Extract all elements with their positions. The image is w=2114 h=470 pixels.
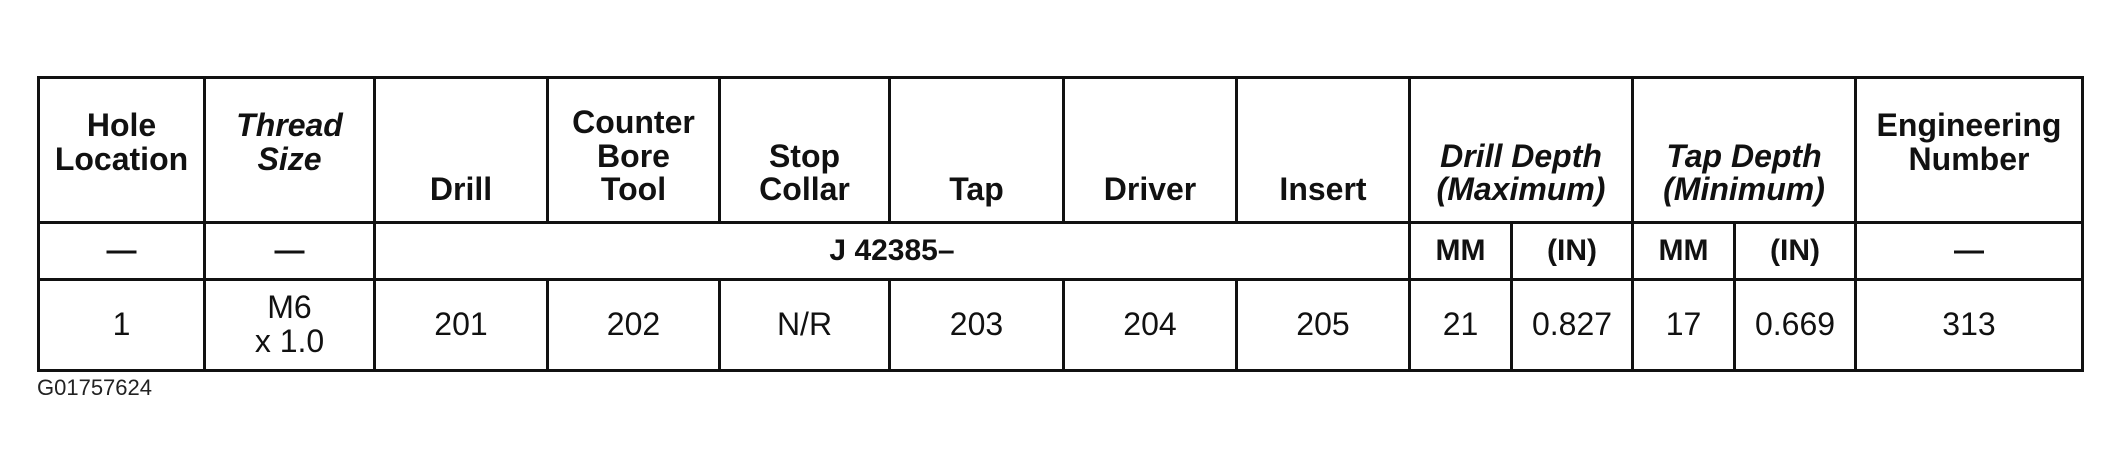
header-thread-size: Thread Size bbox=[203, 76, 376, 224]
table-row: 1 M6 x 1.0 201 202 N/R 203 204 205 21 0.… bbox=[37, 278, 2084, 372]
cell-thread-size-line1: M6 bbox=[267, 289, 312, 326]
cell-drill: 201 bbox=[373, 278, 549, 372]
header-insert: Insert bbox=[1235, 76, 1411, 224]
subheader-tool-prefix: J 42385– bbox=[373, 221, 1411, 281]
subheader-thread-size: — bbox=[203, 221, 376, 281]
cell-tap-depth-mm: 17 bbox=[1631, 278, 1736, 372]
header-thread-size-line2: Size bbox=[257, 141, 322, 177]
subheader-hole-location: — bbox=[37, 221, 206, 281]
header-counter-bore-tool: Counter Bore Tool bbox=[546, 76, 721, 224]
header-thread-size-line1: Thread bbox=[236, 107, 343, 144]
header-drill-depth-line2: (Maximum) bbox=[1436, 171, 1606, 208]
cell-counter-bore-tool: 202 bbox=[546, 278, 721, 372]
header-drill: Drill bbox=[373, 76, 549, 224]
header-stop-collar-line1: Stop bbox=[768, 137, 841, 174]
header-counter-bore-line2: Bore bbox=[597, 137, 670, 174]
cell-stop-collar: N/R bbox=[718, 278, 891, 372]
header-hole-location-line2: Location bbox=[54, 141, 189, 177]
header-drill-depth-line1: Drill Depth bbox=[1440, 137, 1602, 174]
header-hole-location-line1: Hole bbox=[86, 107, 157, 144]
cell-thread-size-line2: x 1.0 bbox=[254, 323, 325, 359]
subheader-engineering-number: — bbox=[1854, 221, 2084, 281]
header-hole-location: Hole Location bbox=[37, 76, 206, 224]
header-drill-depth: Drill Depth (Maximum) bbox=[1408, 76, 1634, 224]
tool-specification-table: Hole Location Thread Size Drill Counter … bbox=[37, 76, 2084, 372]
header-driver: Driver bbox=[1062, 76, 1238, 224]
figure-id: G01757624 bbox=[37, 375, 152, 400]
cell-thread-size: M6 x 1.0 bbox=[203, 278, 376, 372]
header-row: Hole Location Thread Size Drill Counter … bbox=[37, 76, 2084, 224]
header-stop-collar-line2: Collar bbox=[759, 171, 850, 208]
cell-hole-location: 1 bbox=[37, 278, 206, 372]
header-tap-depth-line2: (Minimum) bbox=[1663, 171, 1825, 208]
subheader-drill-depth-mm: MM bbox=[1408, 221, 1513, 281]
header-tap: Tap bbox=[888, 76, 1065, 224]
subheader-drill-depth-in: (IN) bbox=[1510, 221, 1634, 281]
cell-insert: 205 bbox=[1235, 278, 1411, 372]
cell-drill-depth-in: 0.827 bbox=[1510, 278, 1634, 372]
header-tap-depth-line1: Tap Depth bbox=[1666, 137, 1822, 174]
header-stop-collar: Stop Collar bbox=[718, 76, 891, 224]
header-counter-bore-line3: Tool bbox=[600, 171, 667, 208]
cell-tap: 203 bbox=[888, 278, 1065, 372]
cell-drill-depth-mm: 21 bbox=[1408, 278, 1513, 372]
header-engineering-number-line2: Number bbox=[1908, 141, 2030, 177]
header-counter-bore-line1: Counter bbox=[572, 104, 695, 141]
header-engineering-number: Engineering Number bbox=[1854, 76, 2084, 224]
tool-table-container: Hole Location Thread Size Drill Counter … bbox=[37, 76, 2084, 372]
cell-engineering-number: 313 bbox=[1854, 278, 2084, 372]
subheader-row: — — J 42385– MM (IN) MM (IN) — bbox=[37, 221, 2084, 281]
cell-driver: 204 bbox=[1062, 278, 1238, 372]
cell-tap-depth-in: 0.669 bbox=[1733, 278, 1857, 372]
subheader-tap-depth-in: (IN) bbox=[1733, 221, 1857, 281]
subheader-tap-depth-mm: MM bbox=[1631, 221, 1736, 281]
header-engineering-number-line1: Engineering bbox=[1876, 107, 2062, 144]
header-tap-depth: Tap Depth (Minimum) bbox=[1631, 76, 1857, 224]
